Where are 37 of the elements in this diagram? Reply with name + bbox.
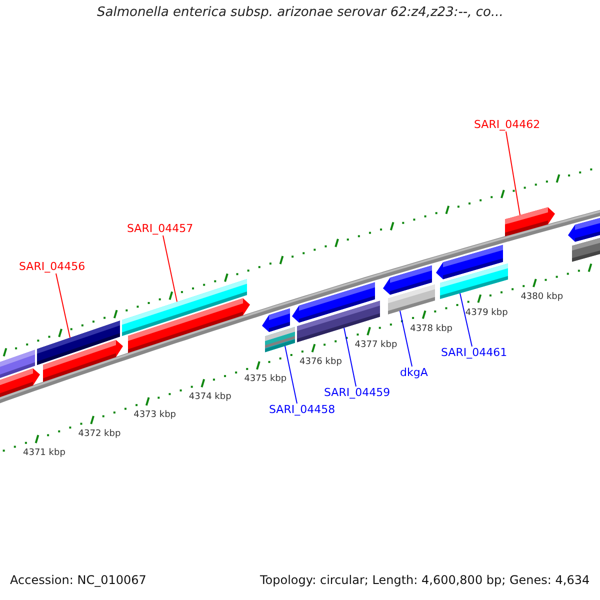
scale-label: 4374 kbp [188, 392, 232, 402]
gene-label: SARI_04462 [474, 118, 540, 132]
title: Salmonella enterica subsp. arizonae serovar 62:z4,z23:--, co... [97, 6, 504, 21]
gene-label: dkgA [400, 366, 428, 380]
leader-line [460, 292, 472, 347]
leader-line [400, 310, 412, 367]
gene-block-pointed [262, 308, 290, 332]
scale-label: 4376 kbp [300, 356, 342, 368]
gene-label: SARI_04457 [127, 222, 194, 236]
scale-label: 4372 kbp [78, 428, 121, 439]
gene-label: SARI_04459 [324, 386, 390, 400]
leader-line [284, 346, 298, 404]
gene-block-pointed [505, 207, 555, 236]
leader-line [344, 327, 356, 387]
gene-block [572, 235, 600, 262]
gene-label: SARI_04461 [441, 346, 508, 360]
gene-block-pointed [292, 282, 375, 323]
gene-label: SARI_04458 [269, 404, 336, 416]
scale-label: 4375 kbp [244, 374, 287, 385]
accession-info: Accession: NC_010067 [10, 574, 146, 588]
scale-label: 4379 kbp [465, 308, 508, 318]
scale-label: 4371 kbp [23, 448, 66, 458]
scale-label: 4380 kbp [520, 292, 564, 302]
leader-line [56, 273, 70, 338]
gene-block-pointed [128, 298, 250, 353]
genome-info: Topology: circular; Length: 4,600,800 bp; Genes: 4,634 [260, 574, 590, 588]
gene-block-pointed [568, 215, 600, 242]
leader-line [162, 235, 178, 302]
scale-label: 4373 kbp [134, 410, 176, 420]
gene-block-pointed [43, 340, 123, 382]
gene-block-pointed [436, 244, 503, 280]
gene-block-pointed [383, 265, 432, 295]
gene-block-pointed [0, 368, 40, 399]
leader-line [506, 131, 520, 216]
scale-label: 4377 kbp [354, 340, 398, 350]
scale-label: 4378 kbp [410, 324, 452, 334]
gene-label: SARI_04456 [19, 260, 86, 274]
